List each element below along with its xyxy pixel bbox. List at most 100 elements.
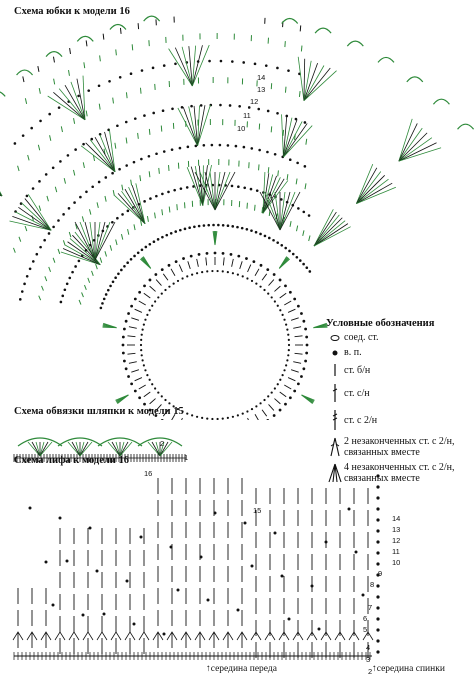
chain-dot [154,273,158,276]
fan-stitch [262,172,266,214]
chain-dot [202,224,206,227]
chain-dot [52,225,55,229]
chain-dot [272,273,276,276]
fan-stitch [283,123,308,158]
stitch-mark [187,261,191,270]
hat-edging-chart [13,437,186,462]
chain-dot [65,282,69,286]
chain-dot [65,559,69,563]
chain-dot [186,275,189,278]
cluster-stitch [194,631,206,641]
chain-dot [276,66,279,70]
chain-dot [170,148,174,151]
stitch-mark [69,48,71,54]
bodice-row-number: 7 [368,603,373,612]
fan-stitch [128,186,146,224]
scallop-arc [17,437,63,447]
bodice-row-number: 4 [366,643,371,652]
chain-dot [140,354,143,357]
chain-dot [276,304,279,307]
chain-dot [211,417,214,420]
chain-dot [376,507,380,511]
chain-dot [73,201,76,204]
stitch-mark [205,257,208,266]
fan-stitch [262,175,277,214]
chain-dot [285,114,289,118]
chain-dot [317,627,321,631]
chain-dot [324,540,328,544]
chain-dot [376,540,380,544]
stitch-mark [78,299,82,305]
bodice-row-number: 10 [392,558,401,567]
scallop-arc [314,27,332,34]
chain-dot [161,192,164,196]
fan-stitch [174,47,193,87]
fan-stitch [191,44,210,87]
stitch-mark [261,409,268,417]
chain-dot [174,260,178,264]
stitch-mark [148,171,151,178]
fan-stitch [398,137,433,162]
scallop-arc [457,123,474,130]
chain-dot [172,405,175,408]
fan-stitch [67,441,81,457]
chain-dot [141,359,144,362]
fan-stitch [79,221,96,261]
chain-dot [79,195,82,199]
cluster-stitch [40,631,52,641]
skirt-row-number: 14 [257,73,266,82]
stitch-mark [127,228,130,235]
stitch-mark [128,326,137,329]
stitch-mark [176,204,178,211]
stitch-mark [17,165,20,172]
chain-dot [287,343,291,347]
chain-dot [102,612,106,616]
chain-dot [288,158,292,161]
chain-dot [121,213,124,216]
stitch-mark [95,263,98,270]
chain-dot [226,144,230,147]
fan-stitch [27,194,52,231]
fan-stitch [109,129,116,172]
chain-dot [266,268,270,272]
chain-dot [258,148,261,152]
stitch-mark [57,248,61,255]
chain-dot [242,145,246,149]
chain-dot [236,608,240,612]
fan-stitch [313,217,343,247]
fan-stitch [199,171,216,211]
chain-dot [171,107,174,111]
chain-dot [219,103,222,107]
chain-dot [273,531,277,535]
fan-stitch [79,441,89,457]
stitch-mark [293,361,302,364]
cluster-stitch [82,631,94,641]
skirt-row-number: 13 [257,85,266,94]
chain-dot [347,507,351,511]
stitch-mark [127,335,136,338]
stitch-mark [308,235,311,242]
chain-dot [194,144,198,148]
chain-dot [281,373,284,377]
bodice-row-number: 9 [378,569,383,578]
double-crochet-icon [326,382,344,404]
fan-stitch [75,441,81,457]
fan-stitch [74,221,96,261]
stitch-mark [138,384,146,390]
stitch-mark [81,292,84,298]
stitch-mark [137,132,139,139]
fan-stitch [159,441,173,457]
stitch-mark [268,404,275,411]
chain-dot [284,284,287,288]
chain-dot [28,506,32,510]
chain-dot [285,364,288,367]
chain-dot [97,180,101,184]
stitch-mark [239,261,243,270]
chain-dot [287,338,290,341]
chain-dot [124,367,128,371]
stitch-mark [48,266,52,272]
legend: Условные обозначения соед. ст. в. п. ст.… [326,318,472,488]
chain-dot [278,278,282,282]
fan-stitch [279,191,291,231]
chain-dot [121,343,125,347]
